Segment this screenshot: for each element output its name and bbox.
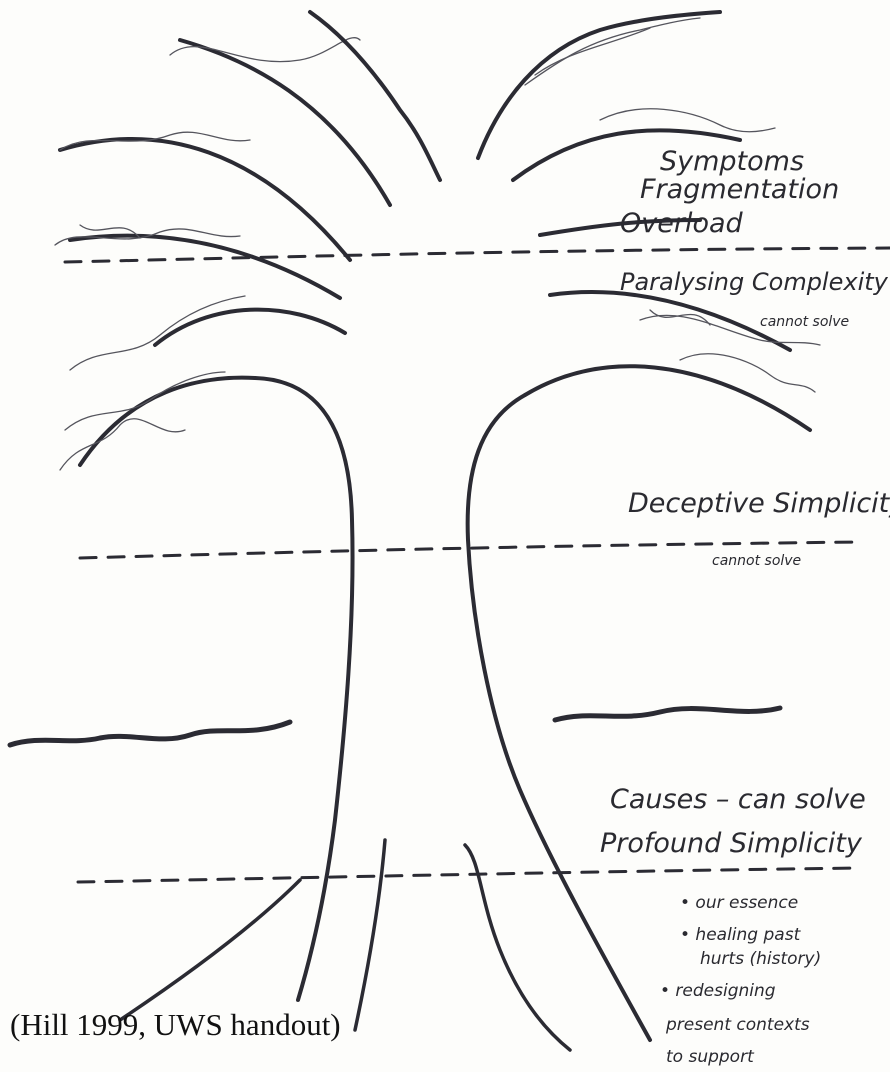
level-line-profound bbox=[78, 868, 860, 882]
bullet-line: • redesigning bbox=[660, 981, 776, 1001]
label-deceptive-simplicity: Deceptive Simplicity bbox=[628, 488, 890, 519]
source-caption: (Hill 1999, UWS handout) bbox=[10, 1007, 341, 1043]
label-causes: Causes – can solve bbox=[610, 784, 866, 815]
label-profound-simplicity: Profound Simplicity bbox=[600, 828, 863, 859]
bullet-line: present contexts bbox=[665, 1015, 810, 1035]
bullet-line: • our essence bbox=[680, 893, 798, 913]
bullet-line: to support bbox=[666, 1047, 755, 1067]
label-paralysing-complexity: Paralysing Complexity bbox=[620, 268, 889, 296]
branches-left bbox=[55, 12, 440, 470]
level-line-paralysing bbox=[65, 248, 890, 262]
label-symptoms: Symptoms bbox=[660, 146, 804, 177]
label-paralysing-note: cannot solve bbox=[760, 314, 849, 330]
label-deceptive-note: cannot solve bbox=[712, 553, 801, 569]
labels: Symptoms Fragmentation Overload Paralysi… bbox=[600, 146, 890, 1067]
label-overload: Overload bbox=[620, 208, 744, 239]
tree-trunk bbox=[120, 378, 650, 1050]
bullet-line: • healing past bbox=[680, 925, 802, 945]
ground-line bbox=[10, 708, 780, 745]
label-fragmentation: Fragmentation bbox=[640, 174, 839, 205]
bullet-line: hurts (history) bbox=[700, 949, 821, 969]
